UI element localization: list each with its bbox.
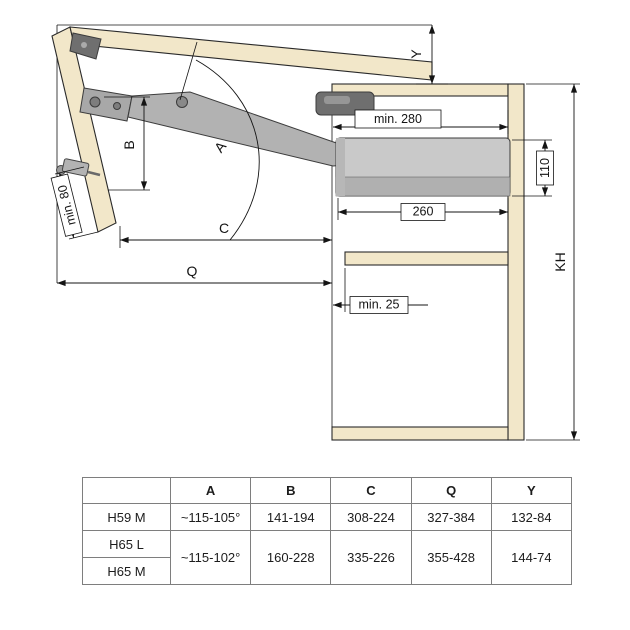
dim-label-y: Y xyxy=(408,49,424,59)
value-cell: ~115-102° xyxy=(169,530,252,585)
dim-label-min280: min. 280 xyxy=(374,112,422,126)
bracket-screw xyxy=(113,102,121,110)
table-header-cell-blank xyxy=(82,477,171,504)
dim-label-box xyxy=(536,150,554,186)
dim-110: 110 xyxy=(512,139,554,197)
lift-arm xyxy=(127,91,346,167)
swing-arc xyxy=(195,59,260,241)
value-cell: ~115-105° xyxy=(169,503,252,531)
value-cell: 132-84 xyxy=(490,503,573,531)
dim-label-b: B xyxy=(121,140,137,149)
dim-label-box xyxy=(50,173,83,237)
value-cell: 144-74 xyxy=(490,530,573,585)
dim-label-box xyxy=(354,109,442,129)
bracket-pivot xyxy=(89,96,101,108)
dim-label-kh: KH xyxy=(552,252,568,271)
dim-260: 260 xyxy=(337,198,509,221)
bolt-shaft xyxy=(87,170,101,177)
value-cell: 335-226 xyxy=(330,530,412,585)
dim-label-box xyxy=(349,296,409,314)
handle-bolt xyxy=(56,158,101,177)
door-hinge-pin xyxy=(81,42,87,48)
dim-label-c: C xyxy=(219,220,229,236)
model-cell: H65 L xyxy=(82,530,171,558)
dim-c: C xyxy=(119,220,333,248)
cabinet-back-panel xyxy=(507,83,525,441)
dim-min80: min. 80 xyxy=(50,166,99,240)
model-cell: H65 M xyxy=(82,557,171,585)
dim-q: Q xyxy=(56,263,333,287)
spec-table: A B C Q Y H59 M ~115-105° 141-194 308-22… xyxy=(82,477,573,585)
table-header-cell-c: C xyxy=(330,477,412,504)
door-upper-panel xyxy=(69,26,433,81)
arm-pivot xyxy=(176,96,188,108)
front-fitting-detail xyxy=(324,96,350,104)
table-header-cell-y: Y xyxy=(490,477,573,504)
dim-label-260: 260 xyxy=(413,205,434,219)
dim-kh: KH xyxy=(526,83,580,441)
dim-b: B xyxy=(104,96,150,191)
value-cell: 327-384 xyxy=(410,503,492,531)
dim-min280: min. 280 xyxy=(332,109,509,134)
mechanism-housing-cap xyxy=(336,138,345,196)
dim-y: Y xyxy=(408,24,448,85)
cabinet-shelf xyxy=(344,251,509,266)
dim-label-110: 110 xyxy=(538,158,552,178)
value-cell: 141-194 xyxy=(250,503,332,531)
value-cell: 355-428 xyxy=(410,530,492,585)
table-row-h65l: H65 L ~115-102° 160-228 335-226 355-428 … xyxy=(82,530,573,585)
model-cell: H59 M xyxy=(82,503,171,531)
dim-min25: min. 25 xyxy=(332,268,428,314)
cabinet-bottom-panel xyxy=(331,426,509,441)
table-row-h59m: H59 M ~115-105° 141-194 308-224 327-384 … xyxy=(82,503,573,531)
door-mount-bracket xyxy=(79,87,133,122)
table-header-cell-a: A xyxy=(169,477,252,504)
dim-label-min25: min. 25 xyxy=(359,298,400,312)
dim-label-box xyxy=(400,203,446,221)
mechanism-housing-band xyxy=(335,176,511,197)
installation-diagram: A Y min. 280 110 xyxy=(50,24,580,441)
dim-label-q: Q xyxy=(187,263,198,279)
table-header-cell-q: Q xyxy=(410,477,492,504)
value-cell: 160-228 xyxy=(250,530,332,585)
angle-leg-line xyxy=(179,41,198,101)
table-header-row: A B C Q Y xyxy=(82,477,573,504)
table-header-cell-b: B xyxy=(250,477,332,504)
table-row-h65m: H65 M xyxy=(82,557,572,585)
value-cell: 308-224 xyxy=(330,503,412,531)
